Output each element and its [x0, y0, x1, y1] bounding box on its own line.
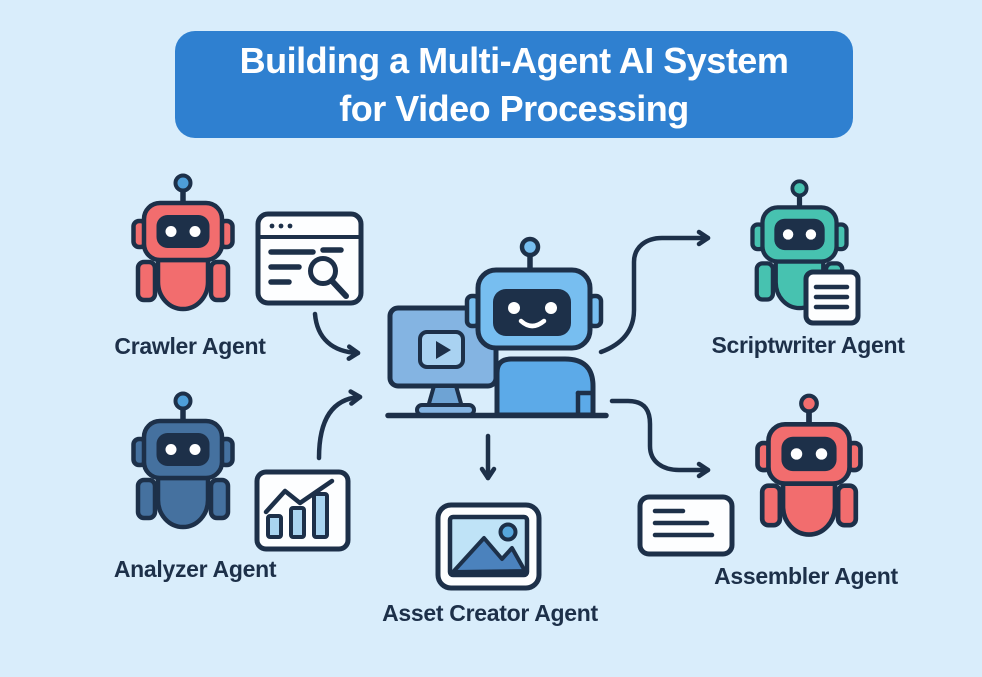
coordinator-smile: [518, 318, 547, 329]
play-icon: [436, 341, 451, 359]
crawler-agent-label: Crawler Agent: [114, 333, 266, 359]
title-line-2: for Video Processing: [339, 87, 689, 129]
image-icon: [435, 502, 542, 591]
coordinator-right-eye: [545, 302, 557, 314]
coordinator-left-eye: [508, 302, 520, 314]
browser-search-icon: [255, 211, 364, 306]
arrow-coordinator-to-scriptwriter: [598, 229, 711, 355]
document-icon: [803, 269, 861, 326]
sun-dot: [498, 522, 518, 542]
assembler-agent-label: Assembler Agent: [714, 563, 898, 589]
bar-chart-icon: [254, 469, 351, 552]
arrow-crawler-to-coordinator: [312, 311, 361, 361]
coordinator-body: [494, 356, 596, 418]
title-banner: Building a Multi-Agent AI System for Vid…: [175, 31, 853, 138]
coordinator-robot-at-desk: [385, 236, 609, 419]
analyzer-agent-robot: [134, 394, 233, 528]
coordinator-face-panel: [493, 289, 571, 336]
text-card-icon: [637, 494, 735, 557]
title-line-1: Building a Multi-Agent AI System: [239, 39, 789, 81]
arrow-coordinator-to-assembler: [609, 398, 711, 479]
scriptwriter-agent-label: Scriptwriter Agent: [711, 332, 905, 358]
assembler-agent-robot: [758, 396, 861, 535]
crawler-agent-robot: [134, 176, 233, 310]
asset-creator-agent-label: Asset Creator Agent: [382, 600, 598, 626]
analyzer-agent-label: Analyzer Agent: [113, 556, 277, 582]
arrow-analyzer-to-coordinator: [316, 389, 363, 461]
coordinator-antenna-ball: [519, 236, 541, 258]
